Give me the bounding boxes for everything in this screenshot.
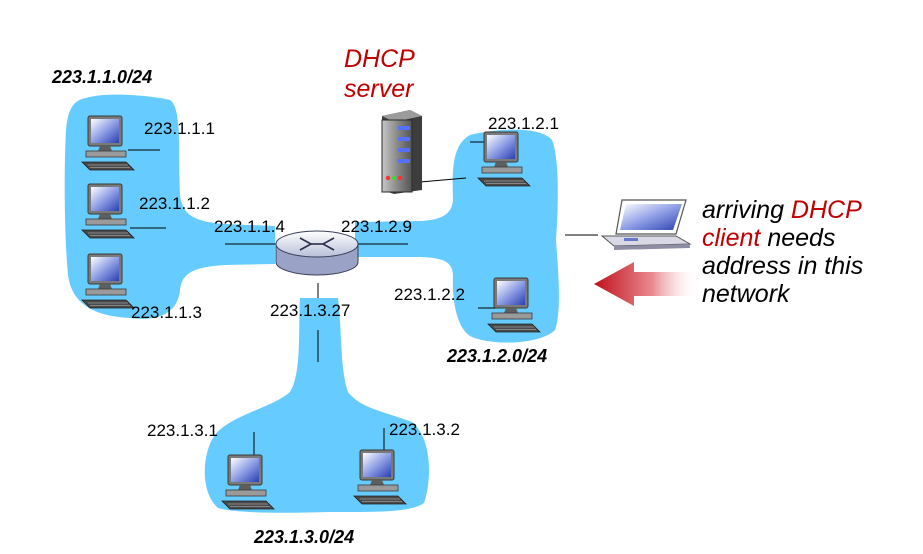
host-label-223-1-3-1: 223.1.3.1 (147, 421, 218, 440)
client-caption-line-1: arriving DHCP (702, 196, 862, 224)
router-interface-label-3: 223.1.3.27 (270, 301, 350, 320)
client-caption-arriving: arriving (702, 196, 791, 224)
arriving-laptop-icon (600, 199, 692, 250)
router-interface-label-2: 223.1.2.9 (341, 217, 412, 236)
dhcp-server-subtitle: server (344, 75, 415, 103)
router-interface-label-1: 223.1.1.4 (214, 217, 285, 236)
dhcp-server-icon (381, 110, 422, 194)
client-caption-line-2: client needs (702, 224, 835, 252)
subnet-label-3: 223.1.3.0/24 (253, 527, 354, 547)
host-label-223-1-1-2: 223.1.1.2 (139, 194, 210, 213)
host-label-223-1-2-2: 223.1.2.2 (394, 285, 465, 304)
incoming-arrow-icon (594, 262, 700, 306)
host-label-223-1-1-3: 223.1.1.3 (131, 303, 202, 322)
router-icon (275, 230, 359, 276)
client-caption-dhcp: DHCP (791, 196, 862, 224)
client-caption-client: client (702, 224, 761, 252)
dhcp-server-title: DHCP (344, 45, 415, 73)
subnet-label-1: 223.1.1.0/24 (51, 67, 152, 87)
client-caption-needs: needs (760, 224, 835, 252)
client-caption-line-4: network (702, 280, 791, 308)
subnet-label-2: 223.1.2.0/24 (446, 346, 547, 366)
host-label-223-1-1-1: 223.1.1.1 (144, 119, 215, 138)
client-caption-line-3: address in this (702, 252, 863, 280)
host-label-223-1-3-2: 223.1.3.2 (389, 420, 460, 439)
host-label-223-1-2-1: 223.1.2.1 (488, 114, 559, 133)
